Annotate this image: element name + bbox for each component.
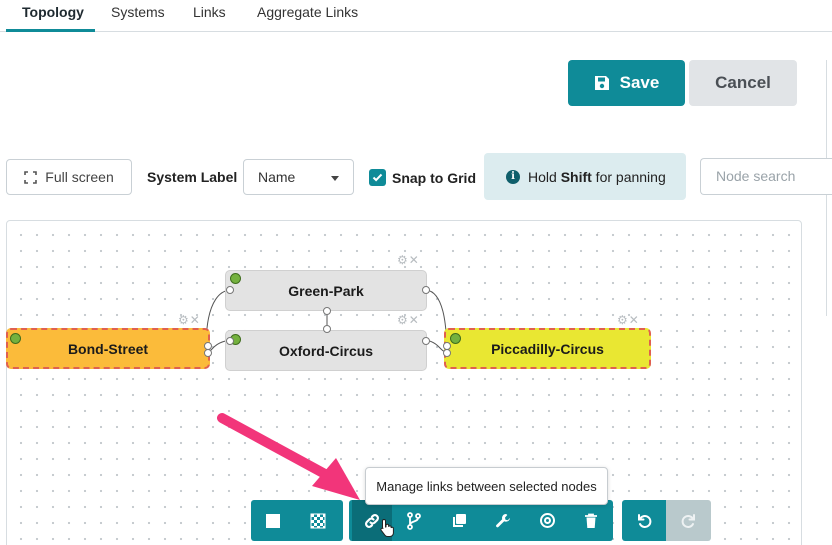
bond-street-gear-icon[interactable]: ⚙✕ — [178, 313, 201, 327]
port-handle[interactable] — [323, 325, 331, 333]
snap-to-grid-label[interactable]: Snap to Grid — [392, 170, 476, 186]
node-label: Piccadilly-Circus — [491, 340, 604, 357]
port-handle[interactable] — [443, 349, 451, 357]
port-handle[interactable] — [422, 286, 430, 294]
port-handle[interactable] — [422, 337, 430, 345]
select-all-button[interactable] — [255, 500, 291, 541]
tab-topology[interactable]: Topology — [22, 4, 84, 20]
chain-link-icon — [365, 513, 379, 528]
status-dot-piccadilly-circus — [450, 333, 461, 344]
floppy-disk-icon — [594, 76, 609, 90]
tab-links[interactable]: Links — [193, 4, 226, 20]
green-park-gear-icon[interactable]: ⚙✕ — [397, 253, 420, 267]
node-search-input[interactable]: Node search — [700, 158, 832, 195]
tab-bar: Topology Systems Links Aggregate Links — [0, 0, 832, 32]
target-button[interactable] — [529, 500, 565, 541]
tab-systems[interactable]: Systems — [111, 4, 165, 20]
configure-button[interactable] — [485, 500, 521, 541]
hand-cursor-icon — [380, 518, 394, 537]
save-button[interactable]: Save — [568, 60, 685, 106]
manage-links-tooltip: Manage links between selected nodes — [365, 467, 608, 505]
node-piccadilly-circus[interactable]: Piccadilly-Circus — [444, 328, 651, 369]
oxford-circus-gear-icon[interactable]: ⚙✕ — [397, 313, 420, 327]
redo-icon — [681, 513, 695, 528]
status-dot-green-park — [230, 273, 241, 284]
node-oxford-circus[interactable]: Oxford-Circus — [225, 330, 427, 371]
cancel-button[interactable]: Cancel — [689, 60, 797, 106]
select-none-button[interactable] — [300, 500, 336, 541]
trash-icon — [585, 513, 597, 528]
copy-icon — [453, 513, 466, 527]
delete-button[interactable] — [573, 500, 609, 541]
port-handle[interactable] — [323, 307, 331, 315]
fullscreen-button[interactable]: Full screen — [6, 159, 132, 195]
node-label: Oxford-Circus — [278, 342, 374, 359]
fullscreen-label: Full screen — [45, 169, 114, 185]
redo-button[interactable] — [666, 500, 711, 541]
undo-button[interactable] — [626, 500, 662, 541]
panning-hint: i Hold Shift for panning — [484, 153, 686, 200]
filled-square-icon — [266, 513, 280, 528]
info-icon: i — [506, 169, 520, 184]
chevron-down-icon — [331, 176, 339, 181]
target-icon — [539, 513, 555, 528]
node-bond-street[interactable]: Bond-Street — [6, 328, 210, 369]
port-handle[interactable] — [226, 337, 234, 345]
checkmark-icon — [372, 173, 383, 182]
history-toolbar-group — [622, 500, 666, 541]
save-label: Save — [619, 73, 660, 92]
branch-link-button[interactable] — [396, 500, 432, 541]
port-handle[interactable] — [226, 286, 234, 294]
wrench-icon — [496, 513, 510, 527]
system-label-value: Name — [258, 169, 296, 185]
system-label-select[interactable]: Name — [243, 159, 354, 195]
node-label: Bond-Street — [67, 340, 149, 357]
node-green-park[interactable]: Green-Park — [225, 270, 427, 311]
panning-hint-text: Hold Shift for panning — [528, 168, 666, 185]
port-handle[interactable] — [204, 349, 212, 357]
piccadilly-circus-gear-icon[interactable]: ⚙✕ — [617, 313, 640, 327]
status-dot-bond-street — [10, 333, 21, 344]
tab-aggregate-links[interactable]: Aggregate Links — [257, 4, 359, 20]
expand-icon — [24, 170, 38, 184]
snap-to-grid-checkbox[interactable] — [369, 169, 386, 186]
branch-icon — [407, 511, 421, 530]
undo-icon — [638, 513, 652, 528]
duplicate-button[interactable] — [441, 500, 477, 541]
active-tab-indicator — [6, 29, 95, 32]
checkered-square-icon — [310, 513, 326, 528]
node-label: Green-Park — [288, 282, 364, 299]
system-label-caption: System Label — [147, 169, 238, 185]
